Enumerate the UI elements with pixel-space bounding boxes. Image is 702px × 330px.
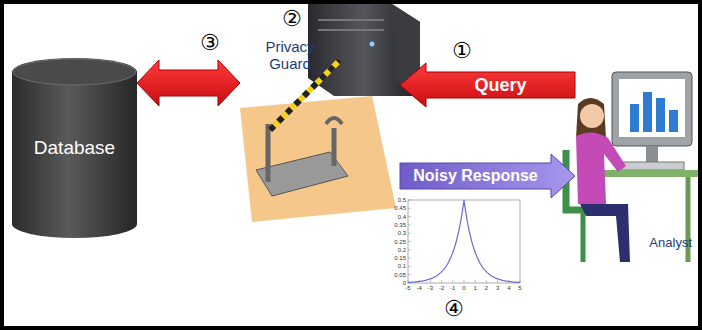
tick-mark (408, 208, 411, 209)
database-cylinder: Database (12, 58, 137, 238)
axis-tick-label: 0.2 (398, 247, 406, 253)
tick-mark (408, 274, 411, 275)
axis-tick-label: 3 (496, 285, 499, 291)
privacy-guard: Privacy Guard (240, 36, 400, 216)
screen-bar (630, 104, 639, 132)
privacy-gate (240, 60, 396, 222)
gate-post (266, 124, 271, 182)
blouse (576, 132, 626, 204)
legs (580, 204, 630, 262)
axis-tick-label: -5 (405, 285, 410, 291)
screen-bar (669, 110, 678, 132)
callout-number: ③ (200, 32, 220, 54)
monitor-frame (612, 72, 692, 146)
axis-tick-label: 2 (485, 285, 488, 291)
axis-tick-label: -4 (417, 285, 422, 291)
server-slot (318, 29, 384, 31)
axis-tick-label: 5 (518, 285, 521, 291)
analyst: Analyst (575, 68, 698, 262)
tick-mark (408, 233, 411, 234)
tick-mark (430, 280, 431, 283)
double-arrow (137, 60, 240, 106)
node-label: Database (34, 137, 115, 159)
gate-paper (240, 96, 396, 222)
axis-tick-label: 0.25 (394, 239, 406, 245)
monitor-stand (646, 146, 658, 164)
monitor-screen (619, 79, 685, 137)
arrow-label: Query (474, 76, 526, 94)
tick-mark (408, 241, 411, 242)
arrow-label: Noisy Response (413, 168, 537, 184)
tick-mark (408, 258, 411, 259)
response-arrow (400, 154, 575, 198)
head (580, 104, 604, 128)
axis-tick-label: 0.15 (394, 255, 406, 261)
callout-number: ① (452, 40, 472, 62)
axis-tick-label: 0.5 (398, 197, 406, 203)
axis-tick-label: 0.4 (398, 214, 406, 220)
cylinder-body (12, 58, 137, 238)
axis-tick-label: 0 (462, 285, 465, 291)
axis-tick-label: 0.3 (398, 230, 406, 236)
tick-mark (497, 280, 498, 283)
callout-number: ④ (444, 298, 464, 320)
tick-mark (408, 216, 411, 217)
callout-number: ② (282, 8, 302, 30)
chart-frame (408, 200, 520, 283)
tick-mark (441, 280, 442, 283)
axis-tick-label: -1 (450, 285, 455, 291)
tick-mark (408, 200, 411, 201)
screen-bar (656, 98, 665, 132)
axis-tick-label: 4 (507, 285, 510, 291)
axis-tick-label: -3 (428, 285, 433, 291)
tick-mark (408, 266, 411, 267)
tick-mark (475, 280, 476, 283)
axis-tick-label: 0.1 (398, 263, 406, 269)
node-label: Analyst (649, 235, 692, 250)
laplace-curve (408, 200, 520, 282)
server-slot (318, 19, 384, 21)
laplace-chart (408, 200, 520, 283)
server-led (370, 42, 375, 47)
cylinder-top (13, 59, 136, 85)
analyst-figure (566, 72, 698, 262)
axis-tick-label: 0.45 (394, 205, 406, 211)
gate-hook (326, 118, 342, 124)
tick-mark (408, 249, 411, 250)
gate-post (332, 128, 337, 166)
axis-tick-label: 0.05 (394, 272, 406, 278)
axis-tick-label: 0.35 (394, 222, 406, 228)
query-arrow (400, 63, 575, 107)
tick-mark (408, 224, 411, 225)
screen-bar (643, 92, 652, 132)
axis-tick-label: 1 (474, 285, 477, 291)
tick-mark (464, 280, 465, 283)
chair-leg (581, 210, 586, 262)
hair (576, 98, 606, 138)
keyboard (622, 162, 684, 170)
tick-mark (486, 280, 487, 283)
node-label: Privacy Guard (254, 38, 326, 72)
tick-mark (452, 280, 453, 283)
axis-tick-label: -2 (439, 285, 444, 291)
